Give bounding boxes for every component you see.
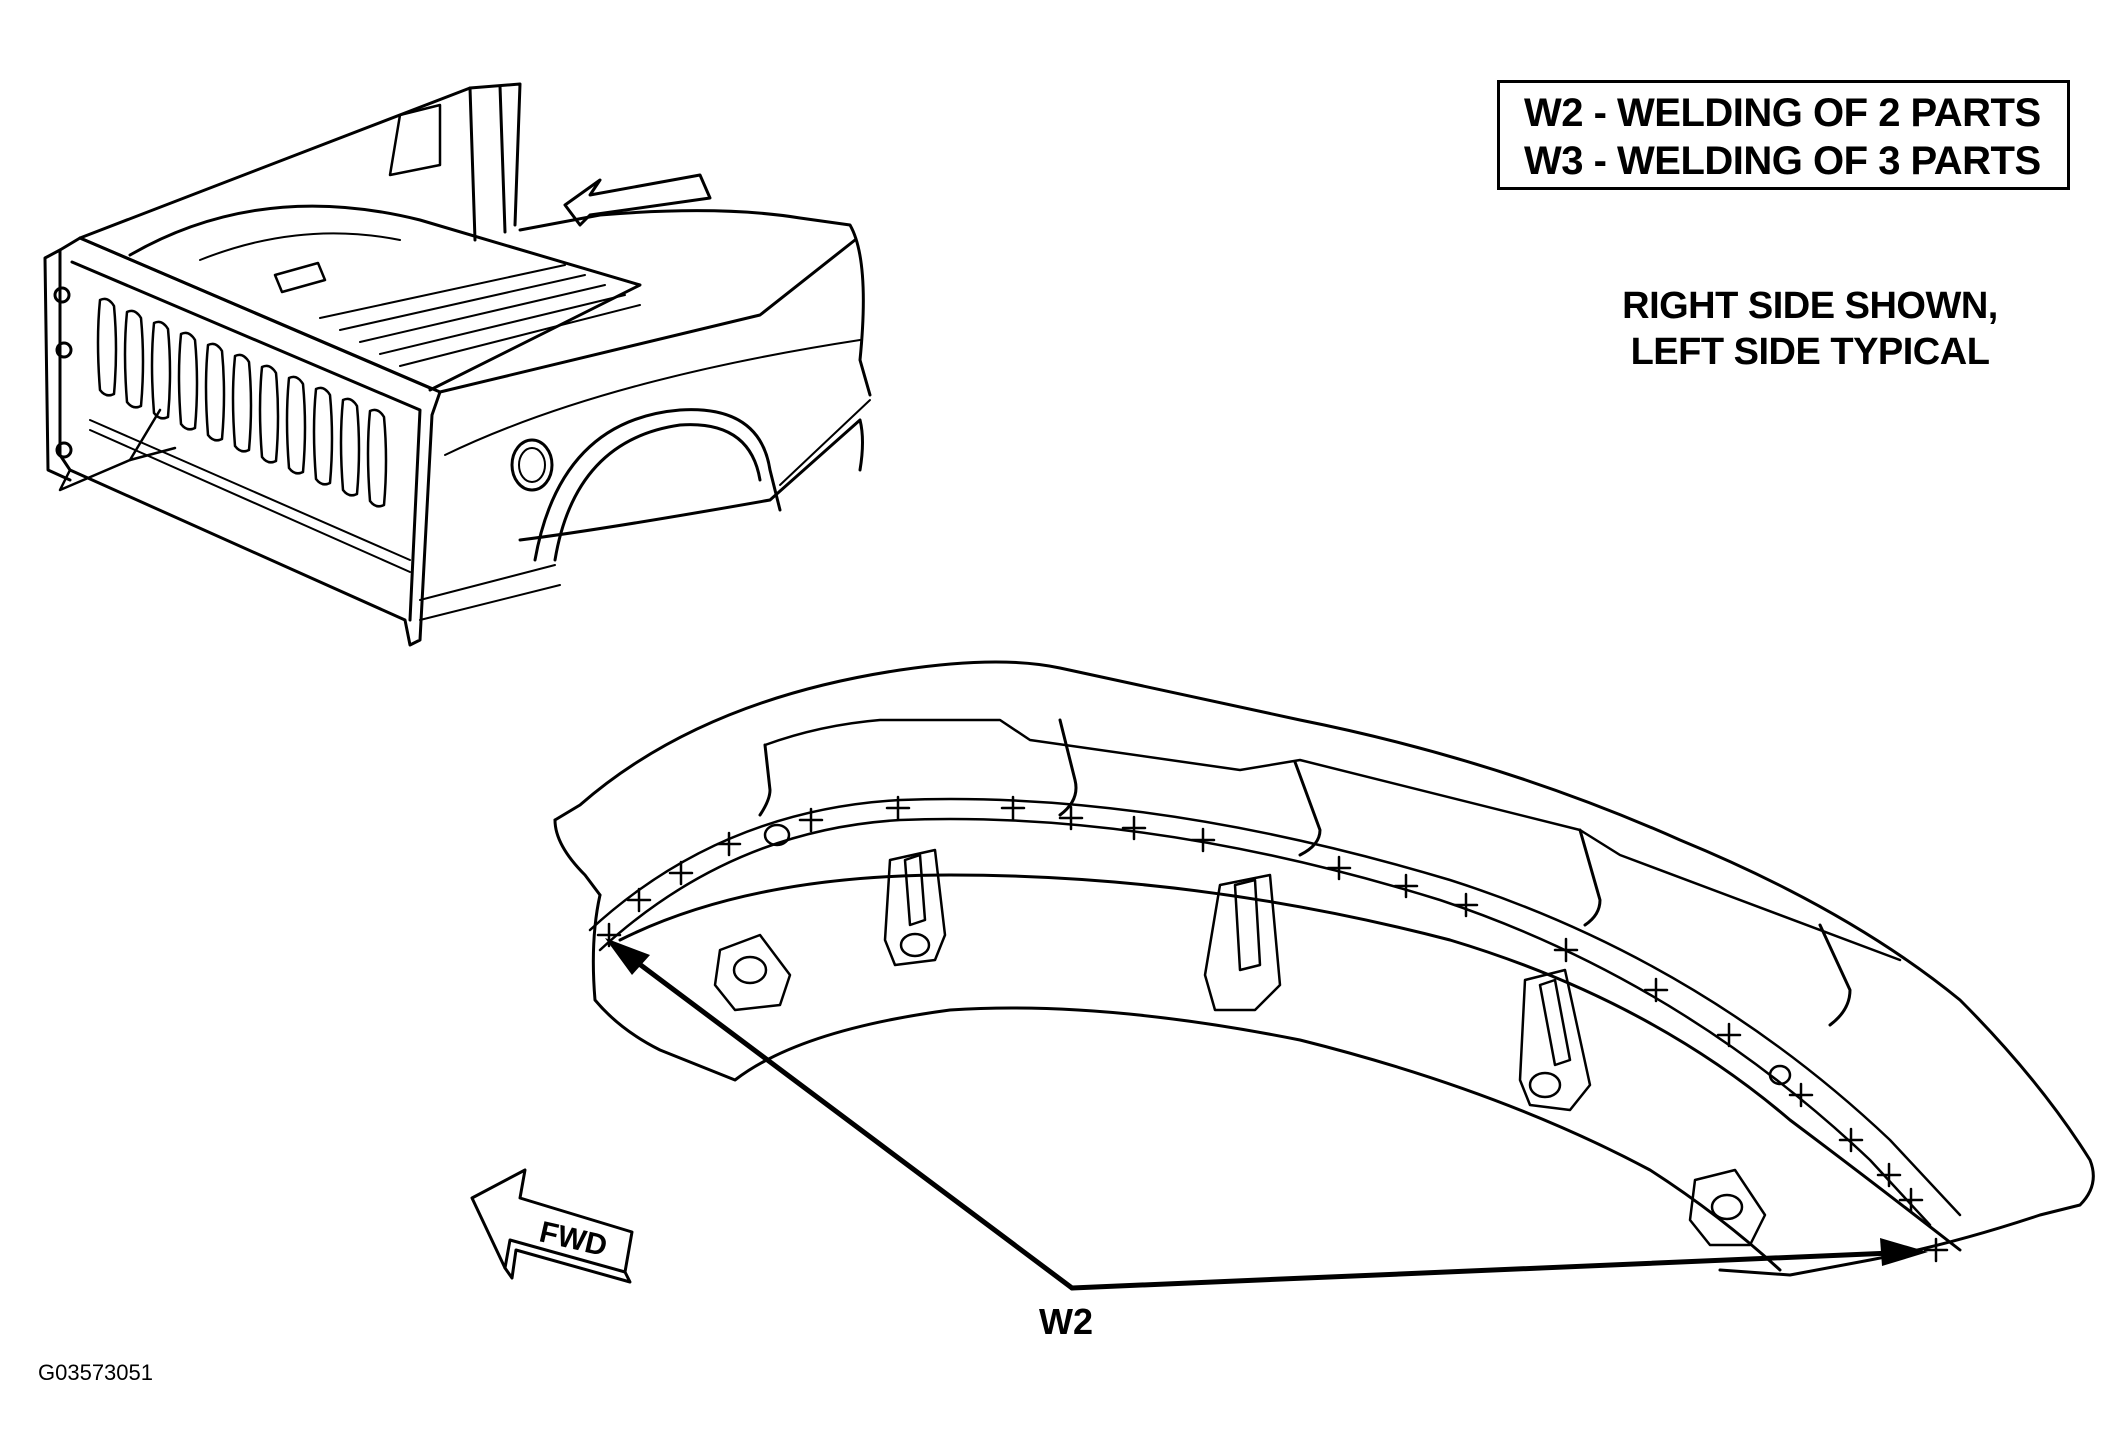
note-line-2: LEFT SIDE TYPICAL	[1630, 331, 1990, 373]
callout-leaders	[615, 945, 1918, 1291]
figure-id: G03573051	[38, 1360, 153, 1385]
wheelhouse-panel-illustration	[553, 660, 2095, 1277]
legend-w3: W3 - WELDING OF 3 PARTS	[1524, 139, 2041, 183]
note-line-1: RIGHT SIDE SHOWN,	[1622, 285, 1998, 327]
fwd-arrow-icon: FWD	[470, 1168, 634, 1284]
legend-box: W2 - WELDING OF 2 PARTS W3 - WELDING OF …	[1497, 80, 2070, 190]
arrow-left-icon	[563, 173, 712, 227]
truck-bed-illustration	[43, 82, 872, 647]
weld-mark-icon	[596, 795, 1949, 1263]
legend-w2: W2 - WELDING OF 2 PARTS	[1524, 91, 2041, 135]
leader-arrowhead-right	[1880, 1238, 1928, 1266]
leader-arrowhead-left	[605, 938, 650, 975]
orientation-note: RIGHT SIDE SHOWN, LEFT SIDE TYPICAL	[1560, 283, 2060, 375]
callout-w2: W2	[1039, 1301, 1093, 1342]
